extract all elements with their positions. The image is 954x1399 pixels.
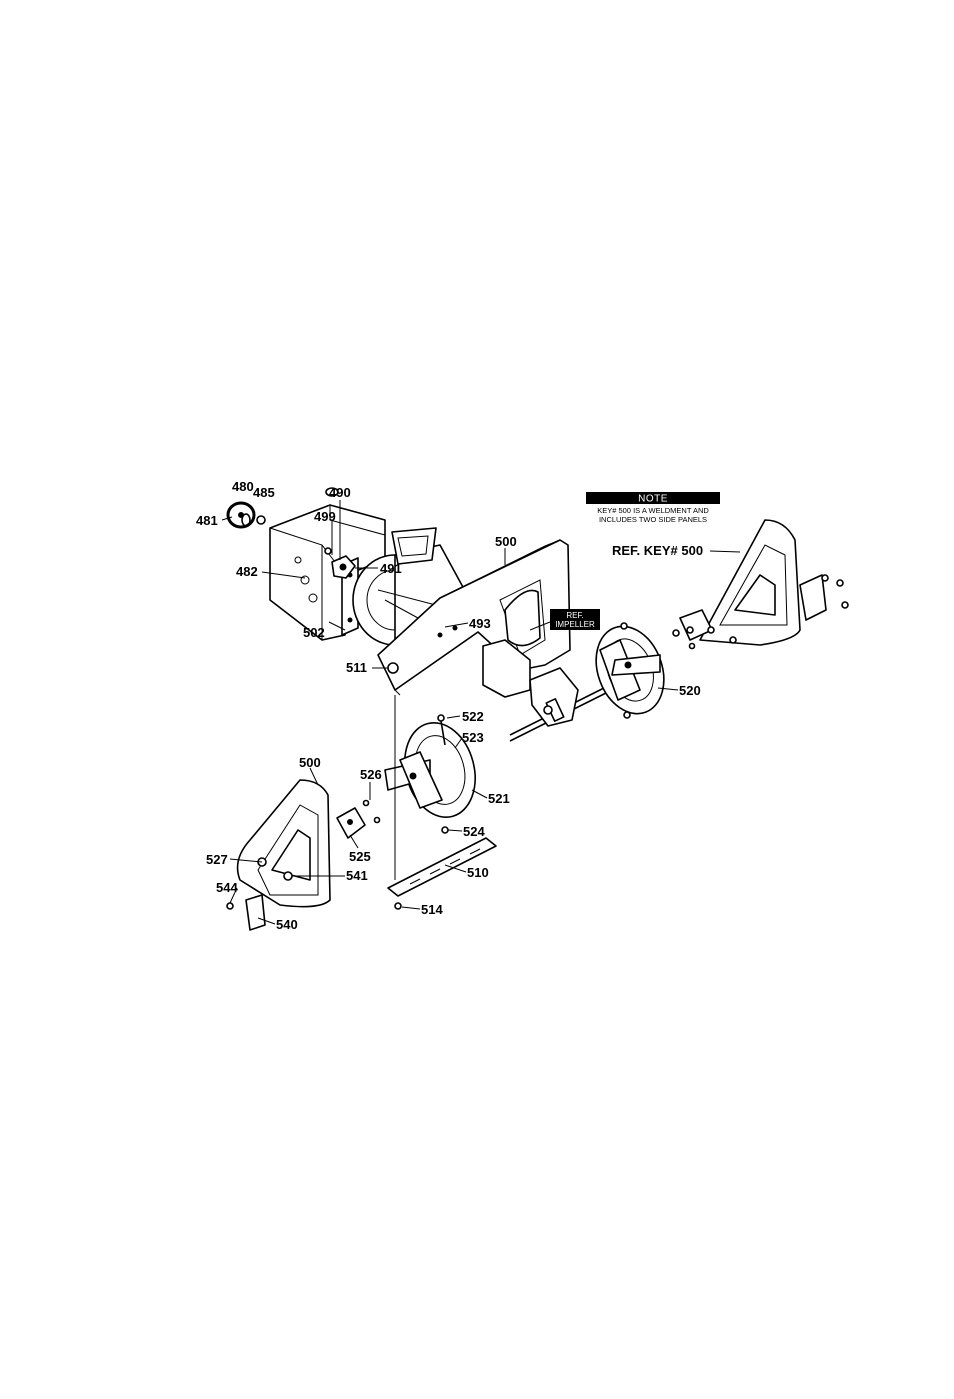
label-520: 520 [679, 683, 701, 698]
label-522: 522 [462, 709, 484, 724]
label-527: 527 [206, 852, 228, 867]
label-510: 510 [467, 865, 489, 880]
label-540: 540 [276, 917, 298, 932]
label-499: 499 [314, 509, 336, 524]
label-511: 511 [346, 660, 367, 675]
label-500-left: 500 [299, 755, 321, 770]
label-482: 482 [236, 564, 258, 579]
label-480: 480 [232, 479, 254, 494]
note-line-2: INCLUDES TWO SIDE PANELS [599, 515, 707, 524]
label-481: 481 [196, 513, 218, 528]
label-490: 490 [329, 485, 351, 500]
label-525: 525 [349, 849, 371, 864]
label-526: 526 [360, 767, 382, 782]
label-ref-key-500: REF. KEY# 500 [612, 543, 703, 558]
note-box: NOTE KEY# 500 IS A WELDMENT AND INCLUDES… [586, 492, 720, 524]
label-502: 502 [303, 625, 325, 640]
label-541: 541 [346, 868, 368, 883]
label-493: 493 [469, 616, 491, 631]
right-side-panel [673, 520, 848, 649]
label-524: 524 [463, 824, 485, 839]
label-514: 514 [421, 902, 443, 917]
label-523: 523 [462, 730, 484, 745]
right-auger [585, 617, 676, 723]
label-491: 491 [380, 561, 402, 576]
label-500-top: 500 [495, 534, 517, 549]
label-521: 521 [488, 791, 510, 806]
label-544: 544 [216, 880, 238, 895]
ref-impeller-line-2: IMPELLER [555, 620, 595, 629]
note-heading: NOTE [638, 494, 668, 505]
note-line-1: KEY# 500 IS A WELDMENT AND [597, 506, 709, 515]
label-485: 485 [253, 485, 275, 500]
ref-impeller-line-1: REF. [566, 611, 583, 620]
